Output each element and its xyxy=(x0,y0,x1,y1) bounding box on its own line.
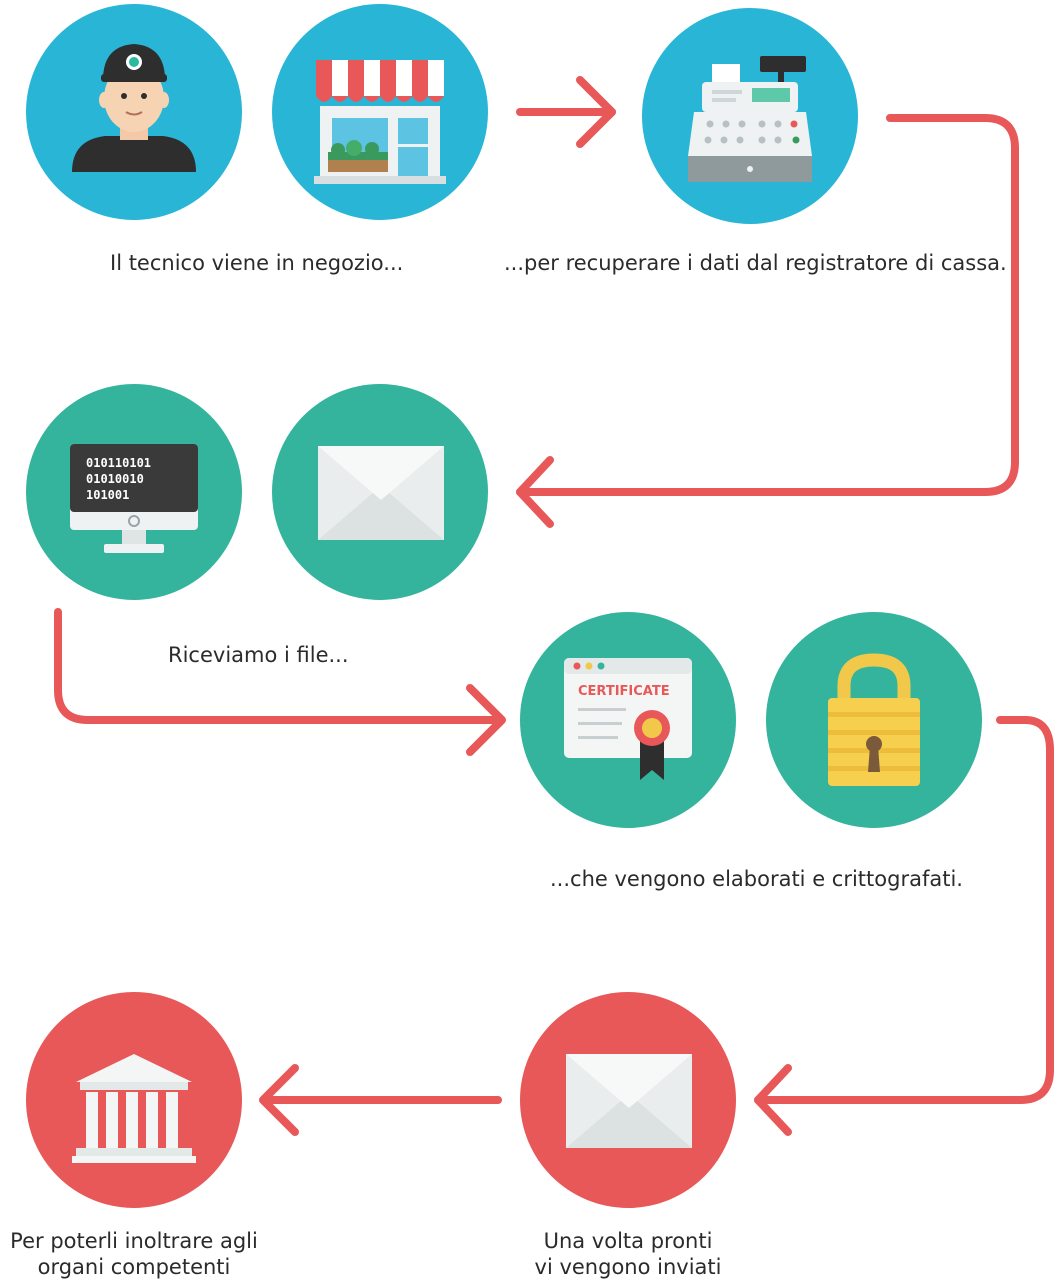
connectors xyxy=(54,76,1054,1136)
monitor-icon: 010110101 01010010 101001 xyxy=(26,384,242,600)
arrow-left-row4 xyxy=(259,1064,502,1136)
caption-forward-line-1: Per poterli inoltrare agli xyxy=(10,1229,258,1253)
arrow-right-row1 xyxy=(516,76,616,148)
institution-building-icon xyxy=(26,992,242,1208)
caption-sent-line-2: vi vengono inviati xyxy=(534,1255,722,1279)
sent-envelope-icon xyxy=(520,992,736,1208)
binary-line-1: 010110101 xyxy=(86,456,151,470)
caption-technician: Il tecnico viene in negozio... xyxy=(110,251,404,275)
padlock-icon xyxy=(766,612,982,828)
cash-register-icon xyxy=(642,8,858,224)
connector-loop-left xyxy=(54,608,506,756)
caption-register: ...per recuperare i dati dal registrator… xyxy=(504,251,1007,275)
caption-encrypted: ...che vengono elaborati e crittografati… xyxy=(550,867,963,891)
certificate-icon: CERTIFICATE xyxy=(520,612,736,828)
caption-sent-line-1: Una volta pronti xyxy=(543,1229,713,1253)
certificate-label: CERTIFICATE xyxy=(578,684,670,699)
caption-forward-line-2: organi competenti xyxy=(37,1255,231,1279)
connector-loop-right-2 xyxy=(754,716,1054,1136)
binary-line-3: 101001 xyxy=(86,488,129,502)
caption-receive-files: Riceviamo i file... xyxy=(168,643,349,667)
shop-icon xyxy=(272,4,488,220)
connector-loop-right-1 xyxy=(516,114,1019,528)
technician-icon xyxy=(26,4,242,220)
binary-line-2: 01010010 xyxy=(86,472,144,486)
envelope-icon xyxy=(272,384,488,600)
caption-forward: Per poterli inoltrare agli organi compet… xyxy=(0,1228,268,1280)
caption-sent: Una volta pronti vi vengono inviati xyxy=(508,1228,748,1280)
